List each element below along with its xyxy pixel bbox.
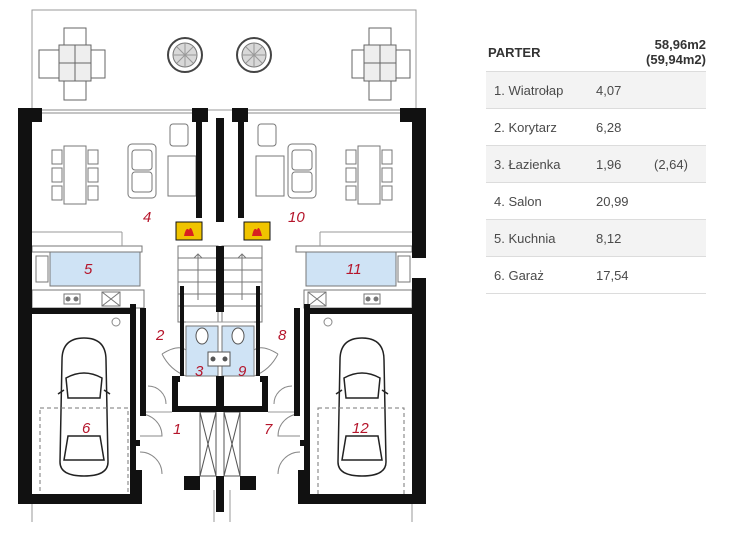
room-label-7: 7 xyxy=(264,421,273,438)
table-header-row: PARTER 58,96m2 (59,94m2) xyxy=(486,34,706,72)
sofa-right xyxy=(255,123,317,199)
garden-table-left xyxy=(38,27,106,101)
room-area: 4,07 xyxy=(596,71,654,109)
kitchen-counter-left xyxy=(49,249,141,287)
room-label-12: 12 xyxy=(352,420,369,437)
room-extra-area xyxy=(654,256,706,294)
room-name: 3. Łazienka xyxy=(486,145,596,183)
table-row: 3. Łazienka 1,96 (2,64) xyxy=(486,145,706,183)
room-name: 4. Salon xyxy=(486,182,596,220)
dining-table-right xyxy=(345,145,393,205)
room-extra-area xyxy=(654,219,706,257)
room-area: 8,12 xyxy=(596,219,654,257)
planter-right xyxy=(236,37,272,73)
table-row: 6. Garaż 17,54 xyxy=(486,256,706,294)
room-name: 6. Garaż xyxy=(486,256,596,294)
room-extra-area xyxy=(654,108,706,146)
room-label-11: 11 xyxy=(346,261,362,278)
room-extra-area xyxy=(654,182,706,220)
room-extra-area xyxy=(654,71,706,109)
room-area-table: PARTER 58,96m2 (59,94m2) 1. Wiatrołap 4,… xyxy=(486,34,706,294)
table-row: 2. Korytarz 6,28 xyxy=(486,108,706,146)
room-label-5: 5 xyxy=(84,261,93,278)
room-extra-area: (2,64) xyxy=(654,145,706,183)
room-area: 6,28 xyxy=(596,108,654,146)
room-area: 1,96 xyxy=(596,145,654,183)
room-label-4: 4 xyxy=(143,209,151,226)
room-label-6: 6 xyxy=(82,420,91,437)
fireplace-right xyxy=(243,221,271,241)
room-label-10: 10 xyxy=(288,209,305,226)
interior-lines xyxy=(31,231,413,522)
kitchen-run-left xyxy=(31,245,145,309)
sofa-left xyxy=(127,123,197,199)
room-label-2: 2 xyxy=(155,327,165,344)
room-area: 20,99 xyxy=(596,182,654,220)
floor-total-area: 58,96m2 (59,94m2) xyxy=(596,34,706,72)
room-area: 17,54 xyxy=(596,256,654,294)
kitchen-run-right xyxy=(295,245,413,309)
dining-table-left xyxy=(51,145,99,205)
room-label-1: 1 xyxy=(173,421,181,438)
room-name: 5. Kuchnia xyxy=(486,219,596,257)
garden-table-right xyxy=(351,27,411,101)
room-label-9: 9 xyxy=(238,363,247,380)
bathroom-fixtures xyxy=(161,327,279,377)
car-right xyxy=(335,337,389,477)
room-name: 1. Wiatrołap xyxy=(486,71,596,109)
fireplace-left xyxy=(175,221,203,241)
walls xyxy=(18,108,426,512)
room-label-8: 8 xyxy=(278,327,287,344)
terrace-windows xyxy=(42,109,412,114)
table-row: 4. Salon 20,99 xyxy=(486,182,706,220)
floor-plan: 4 10 5 11 2 8 3 9 6 12 1 7 xyxy=(18,9,426,522)
room-labels: 4 10 5 11 2 8 3 9 6 12 1 7 xyxy=(82,209,369,438)
staircase-right xyxy=(221,245,263,323)
kitchen-counter-right xyxy=(305,249,397,287)
car-left xyxy=(57,337,111,477)
entrance-doors xyxy=(199,411,241,477)
table-row: 5. Kuchnia 8,12 xyxy=(486,219,706,257)
room-label-3: 3 xyxy=(195,363,204,380)
table-row: 1. Wiatrołap 4,07 xyxy=(486,71,706,109)
floor-title: PARTER xyxy=(486,34,596,72)
planter-left xyxy=(167,37,203,73)
room-name: 2. Korytarz xyxy=(486,108,596,146)
